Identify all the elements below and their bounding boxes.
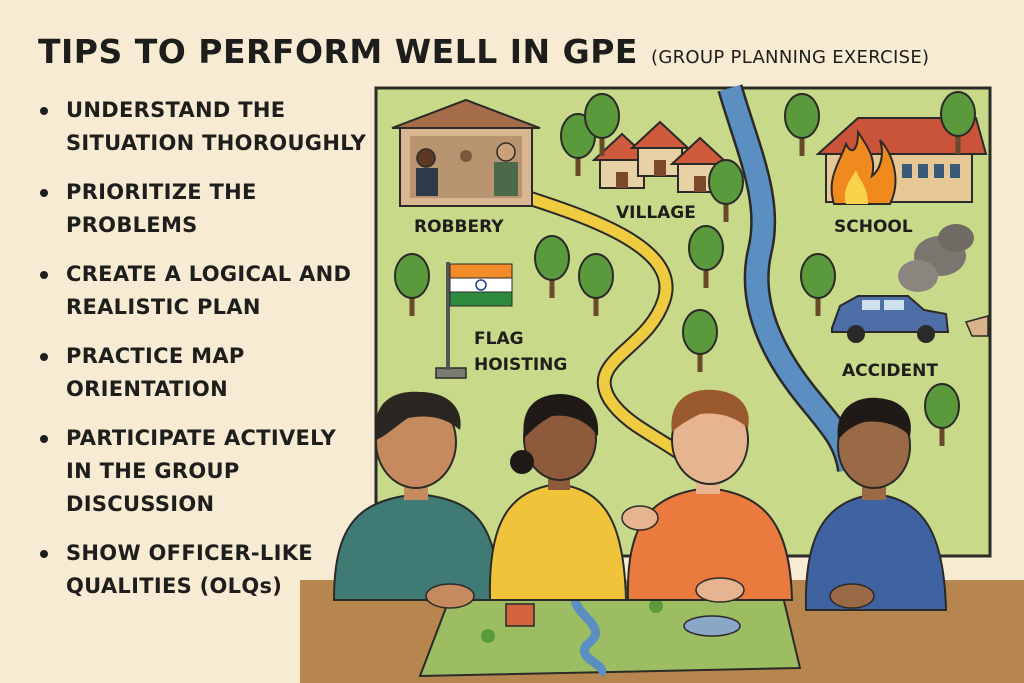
- bullet-icon: [40, 353, 48, 361]
- tip-item: PRIORITIZE THE PROBLEMS: [36, 176, 376, 242]
- tip-line: SHOW OFFICER-LIKE: [66, 541, 313, 565]
- map-label-village: VILLAGE: [616, 203, 696, 223]
- map-label-accident: ACCIDENT: [842, 361, 938, 381]
- tip-line: PARTICIPATE ACTIVELY: [66, 426, 337, 450]
- map-label-flag-line1: FLAG: [474, 329, 524, 349]
- car-accident-icon: [831, 224, 989, 343]
- bullet-icon: [40, 435, 48, 443]
- map-label-school: SCHOOL: [834, 217, 913, 237]
- robbery-scene-icon: [391, 98, 541, 207]
- tip-item: PRACTICE MAP ORIENTATION: [36, 340, 376, 406]
- indian-flag-icon: [435, 262, 513, 379]
- person-icon: [488, 394, 628, 601]
- title-main: TIPS TO PERFORM WELL IN GPE: [38, 32, 638, 71]
- map-label-flag-line2: HOISTING: [474, 355, 567, 375]
- path-icon: [508, 186, 704, 474]
- tip-item: SHOW OFFICER-LIKE QUALITIES (OLQs): [36, 537, 376, 603]
- bullet-icon: [40, 107, 48, 115]
- tip-line: ORIENTATION: [66, 377, 228, 401]
- tip-line: DISCUSSION: [66, 492, 215, 516]
- tip-line: UNDERSTAND THE: [66, 98, 286, 122]
- river-icon: [719, 85, 861, 472]
- bullet-icon: [40, 550, 48, 558]
- tip-line: SITUATION THOROUGHLY: [66, 131, 367, 155]
- tip-line: REALISTIC PLAN: [66, 295, 261, 319]
- map-label-robbery: ROBBERY: [414, 217, 504, 237]
- tip-line: PROBLEMS: [66, 213, 198, 237]
- table-map-icon: [418, 582, 802, 678]
- tip-line: IN THE GROUP: [66, 459, 240, 483]
- burning-school-icon: [815, 117, 988, 205]
- tips-list: UNDERSTAND THE SITUATION THOROUGHLY PRIOR…: [36, 94, 376, 619]
- person-icon: [804, 397, 948, 611]
- title-subtitle: (GROUP PLANNING EXERCISE): [651, 47, 930, 68]
- bullet-icon: [40, 189, 48, 197]
- bullet-icon: [40, 271, 48, 279]
- tip-line: CREATE A LOGICAL AND: [66, 262, 352, 286]
- tip-line: PRACTICE MAP: [66, 344, 245, 368]
- tip-item: UNDERSTAND THE SITUATION THOROUGHLY: [36, 94, 376, 160]
- tip-item: CREATE A LOGICAL AND REALISTIC PLAN: [36, 258, 376, 324]
- page-title: TIPS TO PERFORM WELL IN GPE (GROUP PLANN…: [38, 32, 929, 71]
- tip-line: QUALITIES (OLQs): [66, 574, 283, 598]
- tip-line: PRIORITIZE THE: [66, 180, 257, 204]
- person-icon: [621, 389, 794, 603]
- tip-item: PARTICIPATE ACTIVELY IN THE GROUP DISCUSSI…: [36, 422, 376, 521]
